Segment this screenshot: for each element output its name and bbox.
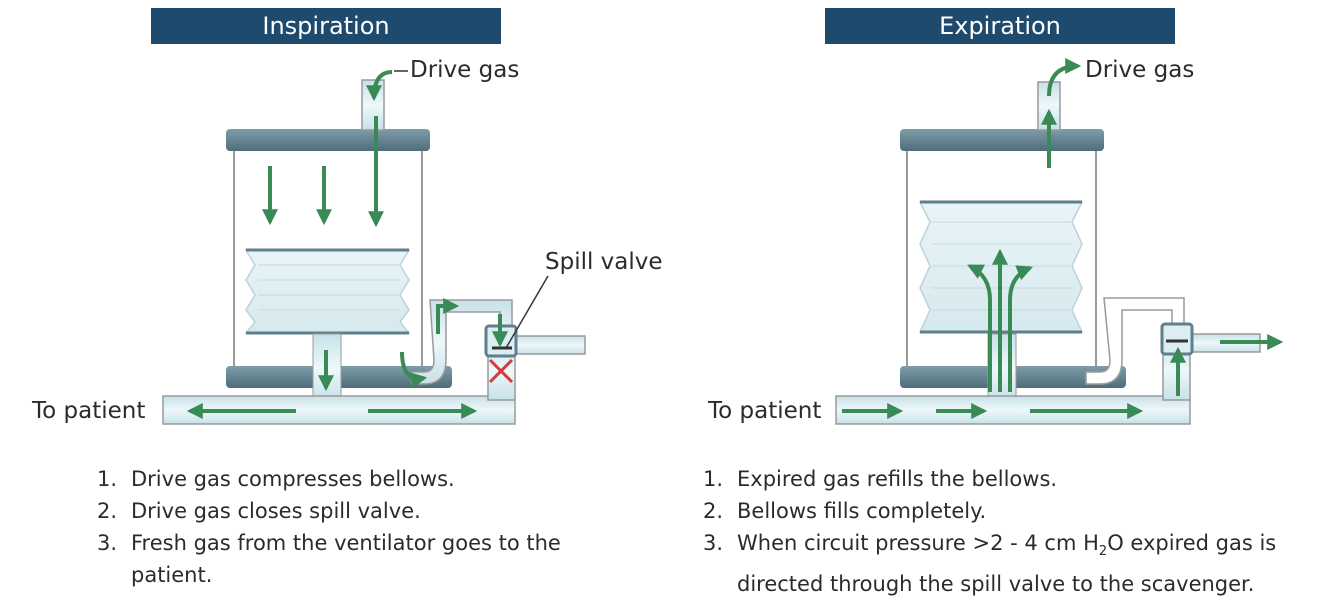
expiration-to-patient-label: To patient bbox=[707, 398, 821, 424]
inspiration-step-2: 2.Drive gas closes spill valve. bbox=[97, 499, 421, 523]
arrow-drive-gas-out bbox=[1047, 58, 1082, 97]
spill-valve-pointer bbox=[505, 275, 549, 349]
inspiration-flow-arrows bbox=[186, 70, 508, 419]
inspiration-top-cap bbox=[226, 129, 430, 151]
arrow-j-pipe-curve bbox=[400, 351, 428, 389]
expiration-spill-valve bbox=[1160, 322, 1194, 356]
expiration-header-bar bbox=[825, 8, 1175, 44]
inspiration-step-1: 1.Drive gas compresses bellows. bbox=[97, 467, 455, 491]
inspiration-steps: 1.Drive gas compresses bellows. 2.Drive … bbox=[97, 463, 617, 591]
expiration-step-3: 3.When circuit pressure >2 - 4 cm H2O ex… bbox=[703, 531, 1277, 597]
expiration-title: Expiration bbox=[939, 12, 1061, 40]
arrow-j-pipe-up bbox=[436, 298, 460, 334]
spill-valve-label: Spill valve bbox=[545, 249, 663, 275]
arrow-refill-left bbox=[967, 264, 992, 392]
expiration-flow-arrows bbox=[842, 58, 1284, 419]
inspiration-header-bar bbox=[151, 8, 501, 44]
expiration-drive-gas-label: Drive gas bbox=[1085, 57, 1194, 83]
inspiration-title: Inspiration bbox=[262, 12, 389, 40]
inspiration-panel: Inspiration bbox=[31, 8, 663, 425]
expiration-top-cap bbox=[900, 129, 1104, 151]
arrow-refill-right bbox=[1008, 265, 1033, 392]
inspiration-to-patient-label: To patient bbox=[31, 398, 145, 424]
expiration-step-2: 2.Bellows fills completely. bbox=[703, 499, 987, 523]
expiration-steps: 1.Expired gas refills the bellows. 2.Bel… bbox=[703, 463, 1333, 600]
inspiration-bellows bbox=[244, 248, 411, 335]
expiration-panel: Expiration bbox=[707, 8, 1284, 425]
expiration-step-1: 1.Expired gas refills the bellows. bbox=[703, 467, 1058, 491]
inspiration-drive-gas-label: Drive gas bbox=[410, 57, 519, 83]
valve-closed-x-icon bbox=[488, 358, 514, 384]
expiration-j-pipe bbox=[1085, 297, 1185, 385]
inspiration-step-3: 3.Fresh gas from the ventilator goes to … bbox=[97, 531, 561, 587]
arrow-drive-gas-in bbox=[366, 70, 393, 102]
